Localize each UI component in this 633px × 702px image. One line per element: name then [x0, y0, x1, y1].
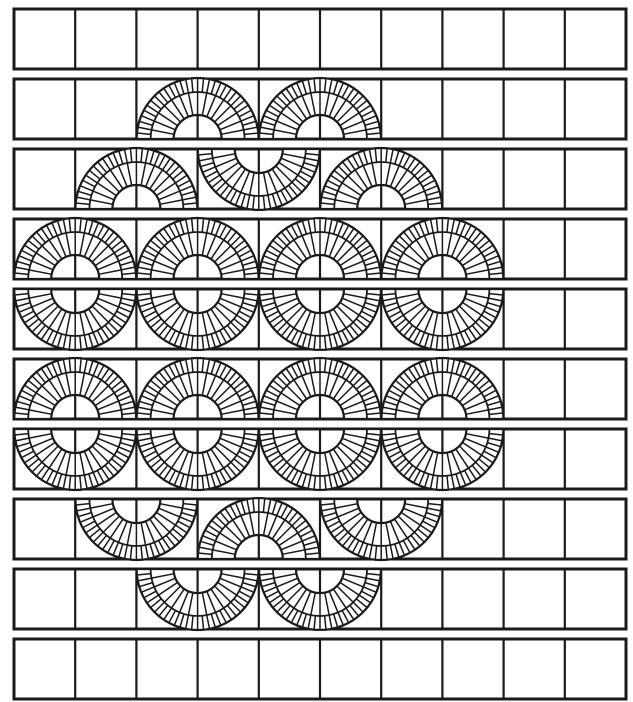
quilt-strip — [14, 9, 626, 69]
quilt-strip — [14, 639, 626, 699]
